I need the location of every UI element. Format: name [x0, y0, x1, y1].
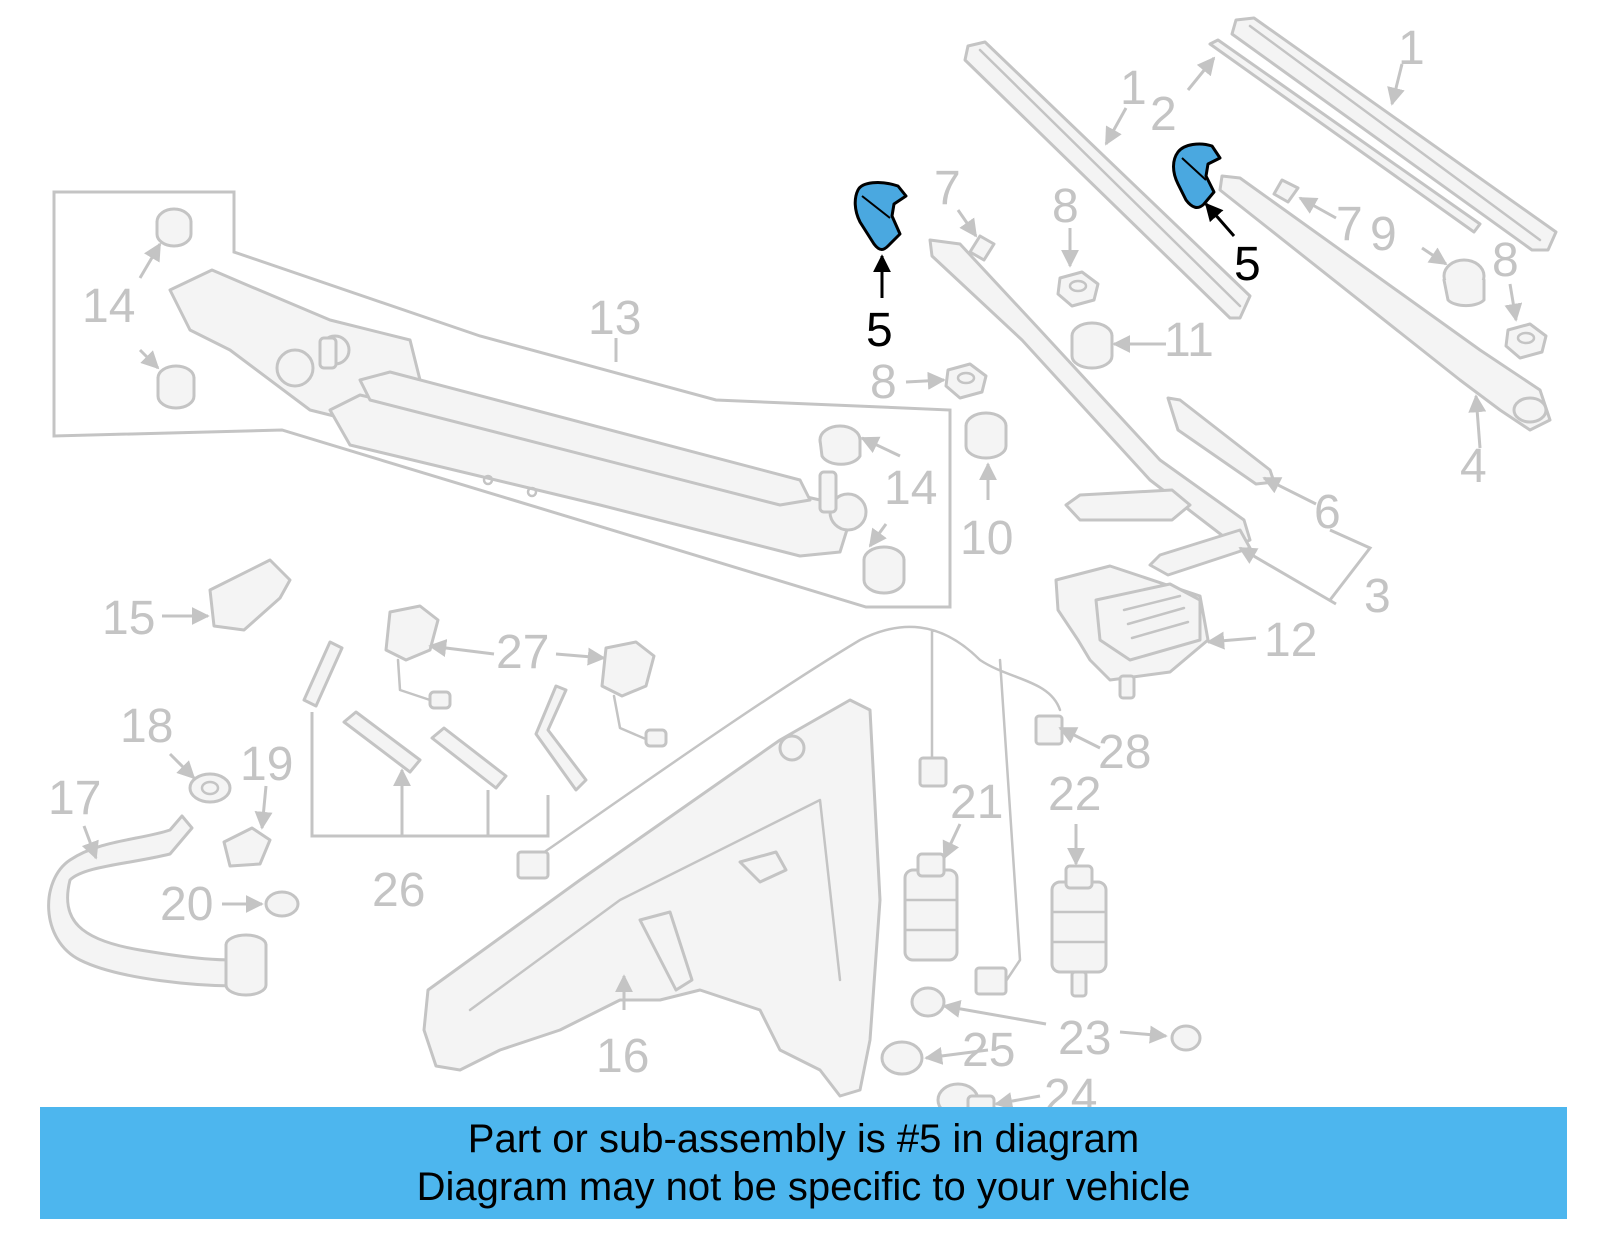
grommet-right-lower [862, 545, 906, 595]
callout-7b: 7 [1336, 198, 1363, 251]
callout-3: 3 [1364, 570, 1391, 623]
wiper-arm-cap-left [853, 181, 908, 251]
callout-8a: 8 [1052, 180, 1079, 233]
nut-2 [944, 362, 988, 400]
leader-lines [81, 56, 1523, 1110]
bracket-26 [310, 712, 550, 838]
bracket-15 [208, 558, 292, 632]
callout-17: 17 [48, 772, 101, 825]
callout-14a: 14 [82, 280, 135, 333]
hose-connector [224, 933, 268, 997]
callout-15: 15 [102, 592, 155, 645]
callout-1b: 1 [1120, 62, 1147, 115]
wiper-arm-left [928, 238, 1252, 577]
grommet-18 [188, 772, 232, 804]
nut-1 [1056, 270, 1100, 308]
callout-20: 20 [160, 878, 213, 931]
grommet-right-upper [818, 424, 862, 466]
seal-19 [222, 826, 272, 868]
clip-20 [264, 890, 300, 918]
connector-lower [974, 966, 1008, 996]
washer-pump-22 [1050, 864, 1108, 998]
callout-19: 19 [240, 738, 293, 791]
wiper-linkage [168, 268, 868, 558]
connector-mid [918, 756, 948, 788]
wiper-arm-right [1218, 174, 1552, 432]
bushing-10 [964, 411, 1008, 460]
info-banner: Part or sub-assembly is #5 in diagram Di… [40, 1107, 1567, 1219]
callout-14b: 14 [884, 462, 937, 515]
callout-28: 28 [1098, 726, 1151, 779]
grommet-bottom-left [156, 364, 196, 410]
grommet-23a [910, 986, 946, 1018]
callout-21: 21 [950, 776, 1003, 829]
callout-23: 23 [1058, 1012, 1111, 1065]
hose-26b [342, 710, 422, 774]
connector-left [516, 850, 550, 880]
callout-8b: 8 [870, 356, 897, 409]
washer-reservoir [422, 698, 882, 1098]
wind-deflector [1166, 396, 1276, 486]
pivot-cap [1442, 258, 1486, 308]
hose-26a [302, 640, 344, 708]
callout-6: 6 [1314, 486, 1341, 539]
linkage-assembly-frame [52, 190, 952, 609]
callout-4: 4 [1460, 440, 1487, 493]
banner-line-2: Diagram may not be specific to your vehi… [416, 1165, 1191, 1209]
callout-8c: 8 [1492, 234, 1519, 287]
wiper-blade-insert [1208, 38, 1482, 234]
hose-26d [534, 684, 588, 792]
callout-13: 13 [588, 292, 641, 345]
callout-5b: 5 [1234, 238, 1261, 291]
wiper-motor [1054, 564, 1210, 700]
callout-26: 26 [372, 864, 425, 917]
cap-right [1272, 178, 1300, 204]
hose-26c [430, 726, 508, 790]
banner-line-1: Part or sub-assembly is #5 in diagram [467, 1117, 1140, 1161]
cap-left [968, 234, 996, 262]
callout-25: 25 [962, 1024, 1015, 1077]
callout-18: 18 [120, 700, 173, 753]
washer-nozzle-right [600, 640, 668, 748]
grommet-25 [880, 1040, 924, 1076]
callout-1a: 1 [1398, 22, 1425, 75]
callout-labels: 1 1 2 3 4 5 5 6 7 7 8 8 8 9 10 11 12 13 … [48, 22, 1519, 1123]
connector-28 [1034, 714, 1064, 746]
grommet-top-left [155, 207, 193, 248]
nut-3 [1504, 322, 1548, 360]
callout-10: 10 [960, 512, 1013, 565]
washer-nozzle-left [384, 604, 452, 710]
grommet-23b [1170, 1024, 1202, 1052]
callout-9: 9 [1370, 208, 1397, 261]
wiper-blade-right [1230, 16, 1558, 252]
callout-7a: 7 [934, 162, 961, 215]
callout-11: 11 [1164, 314, 1214, 367]
callout-12: 12 [1264, 614, 1317, 667]
wiper-arm-cap-right [1172, 142, 1222, 209]
bushing-11 [1070, 321, 1114, 370]
callout-27: 27 [496, 626, 549, 679]
washer-pump-21 [903, 852, 959, 962]
callout-22: 22 [1048, 768, 1101, 821]
callout-16: 16 [596, 1030, 649, 1083]
callout-5a: 5 [866, 304, 893, 357]
callout-2: 2 [1150, 88, 1177, 141]
wiper-blade-left [963, 40, 1252, 320]
